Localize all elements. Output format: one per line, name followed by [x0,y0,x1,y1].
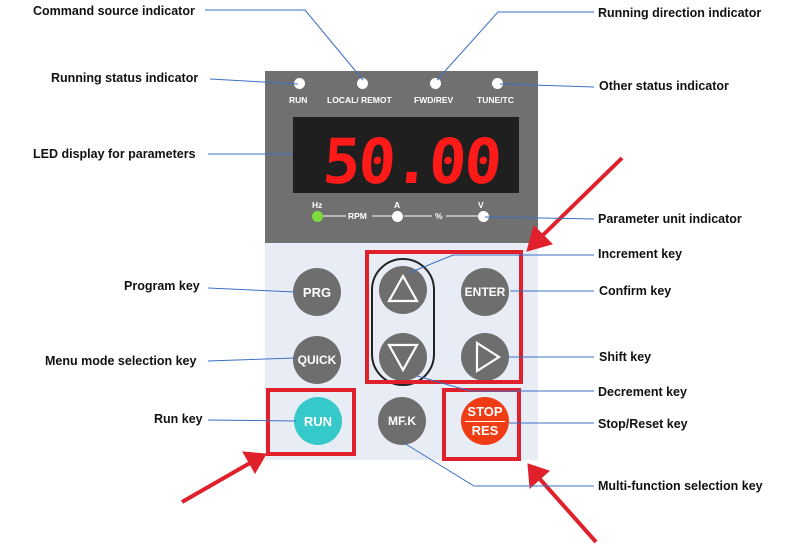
run-key[interactable]: RUN [294,397,342,445]
program-key-label: Program key [124,279,200,293]
run-key-highlight-box [266,388,356,456]
multi-function-selection-key-label: Multi-function selection key [598,479,763,493]
running-direction-indicator-label: Running direction indicator [598,6,762,20]
a-unit-label: A [394,200,401,210]
command-source-indicator-label: Command source indicator [33,4,195,18]
v-unit-led [478,211,489,222]
quick-key[interactable]: QUICK [293,336,341,384]
run-key-label: Run key [154,412,203,426]
run-indicator-label: RUN [289,95,308,105]
local-remote-indicator-label: LOCAL/ REMOT [327,95,392,105]
stop-key-highlight-box [442,388,521,461]
menu-mode-selection-key-label: Menu mode selection key [45,354,197,368]
enter-key[interactable]: ENTER [461,268,509,316]
arrow-keys-highlight-box [365,250,523,384]
shift-key [461,333,509,381]
fwd-rev-indicator-label: FWD/REV [414,95,454,105]
a-unit-led [392,211,403,222]
fwd-rev-indicator-led [430,78,441,89]
increment-key [379,266,427,314]
rpm-unit-label: RPM [348,211,367,221]
mfk-key[interactable]: MF.K [378,397,426,445]
local-remote-indicator-led [357,78,368,89]
parameter-unit-indicator-label: Parameter unit indicator [598,212,742,226]
down-arrow-icon [387,343,419,373]
shift-key-label: Shift key [599,350,652,364]
led-display: 50.00 [293,117,519,193]
tune-tc-indicator-label: TUNE/TC [477,95,514,105]
increment-key-label: Increment key [598,247,683,261]
v-unit-label: V [478,200,484,210]
hz-unit-led [312,211,323,222]
prg-key[interactable]: PRG [293,268,341,316]
res-key-label: RES [471,422,499,438]
tune-tc-indicator-led [492,78,503,89]
led-display-value: 50.00 [321,125,503,193]
stop-reset-key-label: Stop/Reset key [598,417,688,431]
confirm-key-label: Confirm key [599,284,672,298]
red-pointer-arrows [181,156,624,544]
other-status-indicator-label: Other status indicator [599,79,729,93]
stop-key-label: STOP [467,403,503,419]
stop-res-divider [465,420,505,422]
up-arrow-icon [387,273,419,303]
leader-lines [205,9,595,487]
run-indicator-led [294,78,305,89]
running-status-indicator-label: Running status indicator [51,71,199,85]
decrement-key-label: Decrement key [598,385,687,399]
led-display-label: LED display for parameters [33,147,196,161]
hz-unit-label: Hz [312,200,323,210]
up-down-key-outline [371,258,435,386]
right-arrow-icon [475,340,502,374]
stop-reset-key[interactable]: STOP RES [461,397,509,445]
percent-unit-label: % [435,211,443,221]
decrement-key [379,333,427,381]
